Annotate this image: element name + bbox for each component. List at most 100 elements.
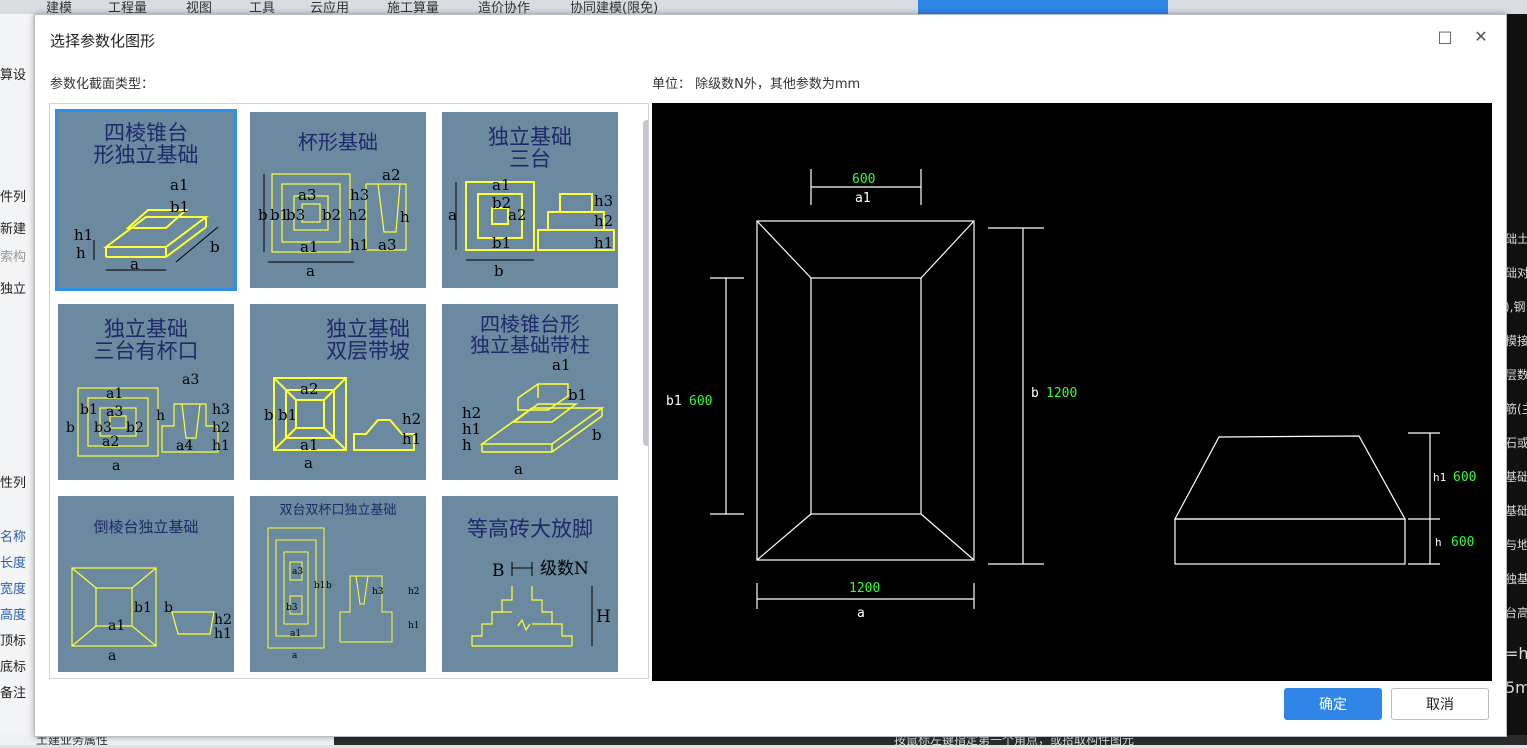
- right-text: 筋(主筋: [1505, 402, 1527, 416]
- left-text[interactable]: 新建: [0, 222, 27, 237]
- dim-label: a1: [108, 618, 125, 634]
- right-text: 台高: [1505, 606, 1527, 620]
- h-label: h: [1435, 536, 1442, 549]
- app-toolbar-highlight: [918, 0, 1168, 14]
- section-type-label: 参数化截面类型：: [50, 77, 155, 92]
- b1-value: 600: [689, 394, 712, 409]
- dim-label: b: [210, 238, 220, 256]
- h-value: 600: [1451, 535, 1474, 550]
- right-text: 础对于: [1505, 266, 1527, 280]
- dim-label: a: [304, 454, 313, 472]
- menu-item-view[interactable]: 视图: [186, 1, 213, 15]
- grid-scrollbar[interactable]: [643, 120, 648, 446]
- shape-tile-four-edge-frustum[interactable]: 四棱锥台 形独立基础 a1 b1 h1 h a: [55, 109, 237, 291]
- menu-item-construction[interactable]: 施工算量: [387, 1, 440, 15]
- left-text[interactable]: 独立: [0, 282, 27, 297]
- menu-item-modeling[interactable]: 建模: [46, 1, 73, 15]
- shape-drawing: a1 a3 b1 a3 h h3 b3 b2 h2 a2 a4 h1 b a: [66, 372, 230, 474]
- a1-label: a1: [855, 191, 871, 206]
- shape-drawing: a2 b b1 h2 h1 a1 a: [264, 377, 421, 472]
- left-text[interactable]: 索构: [0, 250, 27, 265]
- shape-caption: 双台双杯口独立基础: [279, 503, 397, 518]
- dim-label: b1: [134, 600, 152, 616]
- close-icon[interactable]: ✕: [1474, 27, 1488, 46]
- dim-label: H: [596, 607, 611, 627]
- shape-grid: 四棱锥台 形独立基础 a1 b1 h1 h a: [49, 103, 649, 679]
- dim-label: h1: [462, 420, 481, 438]
- dim-label: a2: [382, 166, 401, 184]
- right-text: 基础: [1505, 504, 1527, 518]
- menu-item-cloud[interactable]: 云应用: [310, 1, 350, 15]
- dim-label: a2: [508, 206, 527, 224]
- shape-drawing: a1 b2 a2 h3 h2 h1 b1 a b: [448, 176, 615, 280]
- shape-drawing: B 级数N H: [471, 559, 611, 647]
- right-text: ),钢: [1505, 300, 1526, 314]
- dim-label: b3: [286, 603, 298, 613]
- dim-label: a3: [298, 186, 317, 204]
- b1-label: b1: [666, 394, 682, 409]
- right-text: 模接拔: [1505, 334, 1527, 348]
- dim-label: h2: [212, 420, 230, 436]
- dim-label: h2: [348, 206, 367, 224]
- dim-label: h3: [350, 186, 369, 204]
- dim-label: h1: [408, 621, 420, 631]
- shape-tile-three-tier-foundation[interactable]: 独立基础 三台 a1 b2 a2 h3 h2 h1 b1 a b: [442, 112, 618, 288]
- dim-label: a4: [176, 438, 193, 454]
- dim-label: h1: [214, 626, 232, 642]
- dim-label: a: [108, 648, 116, 664]
- dim-label: a3: [378, 236, 397, 254]
- dim-label: b2: [492, 194, 511, 212]
- dim-label: b3: [286, 206, 305, 224]
- shape-tile-chamfered-foundation[interactable]: 倒棱台独立基础 b1 b a1 h2 h1 a: [58, 496, 234, 672]
- left-text: 宽度: [0, 582, 27, 597]
- shape-tile-frustum-with-column[interactable]: 四棱锥台形 独立基础带柱 a1 b1 h2 h1 h b a: [442, 304, 618, 480]
- dim-label: a: [514, 460, 523, 478]
- shape-caption: 四棱锥台形 独立基础带柱: [470, 312, 590, 357]
- dim-label: b1: [270, 206, 289, 224]
- shape-caption: 杯形基础: [298, 130, 378, 154]
- dim-label: a1: [492, 176, 511, 194]
- dim-label: b1: [314, 581, 326, 591]
- dim-label: b3: [94, 420, 112, 436]
- dim-label: h3: [372, 587, 384, 597]
- dim-label: b: [66, 420, 75, 436]
- right-text: 与地(: [1505, 538, 1527, 552]
- cancel-button[interactable]: 取消: [1391, 688, 1489, 720]
- dim-label: h2: [408, 587, 420, 597]
- app-left-panel: 算设 件列 新建 索构 独立 性列 名称 长度 宽度 高度 顶标 底标 备注: [0, 14, 35, 745]
- dim-label: h3: [212, 402, 230, 418]
- dim-label: a2: [300, 380, 319, 398]
- shape-tile-double-cup-foundation[interactable]: 双台双杯口独立基础 a3 b3 b1 b h3 h2 h1 a1: [250, 496, 426, 672]
- dim-label: b: [258, 206, 268, 224]
- maximize-icon[interactable]: □: [1437, 27, 1453, 46]
- dim-label: h1: [74, 226, 93, 244]
- h1-label: h1: [1433, 471, 1446, 484]
- shape-tile-double-layer-slope-foundation[interactable]: 独立基础 双层带坡 a2 b b1 h2 h1 a1 a: [250, 304, 426, 480]
- shape-tile-brick-footing[interactable]: 等高砖大放脚 B 级数N H: [442, 496, 618, 672]
- dim-label: a: [130, 255, 139, 273]
- shape-caption: 独立基础 三台有杯口: [93, 317, 199, 364]
- menu-item-quantity[interactable]: 工程量: [108, 1, 148, 15]
- dim-label: h1: [350, 236, 369, 254]
- shape-drawing: a1 b1 h1 h a b: [74, 176, 220, 273]
- shape-tile-three-tier-cup-foundation[interactable]: 独立基础 三台有杯口 a1 a3 b1 a3 h h3 b3 b2 h2: [58, 304, 234, 480]
- dim-label: h: [462, 436, 472, 454]
- dim-label: b1: [492, 234, 511, 252]
- confirm-button[interactable]: 确定: [1284, 688, 1382, 720]
- a-value: 1200: [849, 581, 880, 596]
- right-text: 础土层: [1505, 232, 1527, 246]
- dim-label: a3: [182, 372, 199, 388]
- dim-label: b1: [278, 406, 297, 424]
- dim-label: b: [592, 426, 602, 444]
- menu-item-tools[interactable]: 工具: [249, 1, 276, 15]
- shape-tile-cup-foundation[interactable]: 杯形基础 a2 a3 h3 b3 b2 h2 h b: [250, 112, 426, 288]
- menu-item-collab[interactable]: 协同建模(限免): [570, 1, 659, 15]
- dim-label: a: [112, 458, 120, 474]
- unit-label: 单位： 除级数N外，其他参数为mm: [652, 77, 861, 92]
- dim-label: h1: [212, 438, 230, 454]
- menu-item-cost[interactable]: 造价协作: [478, 1, 531, 15]
- dim-label: a1: [300, 436, 319, 454]
- shape-caption: 独立基础 双层带坡: [326, 317, 410, 364]
- dim-label: h1: [402, 430, 421, 448]
- dim-label: a: [448, 206, 457, 224]
